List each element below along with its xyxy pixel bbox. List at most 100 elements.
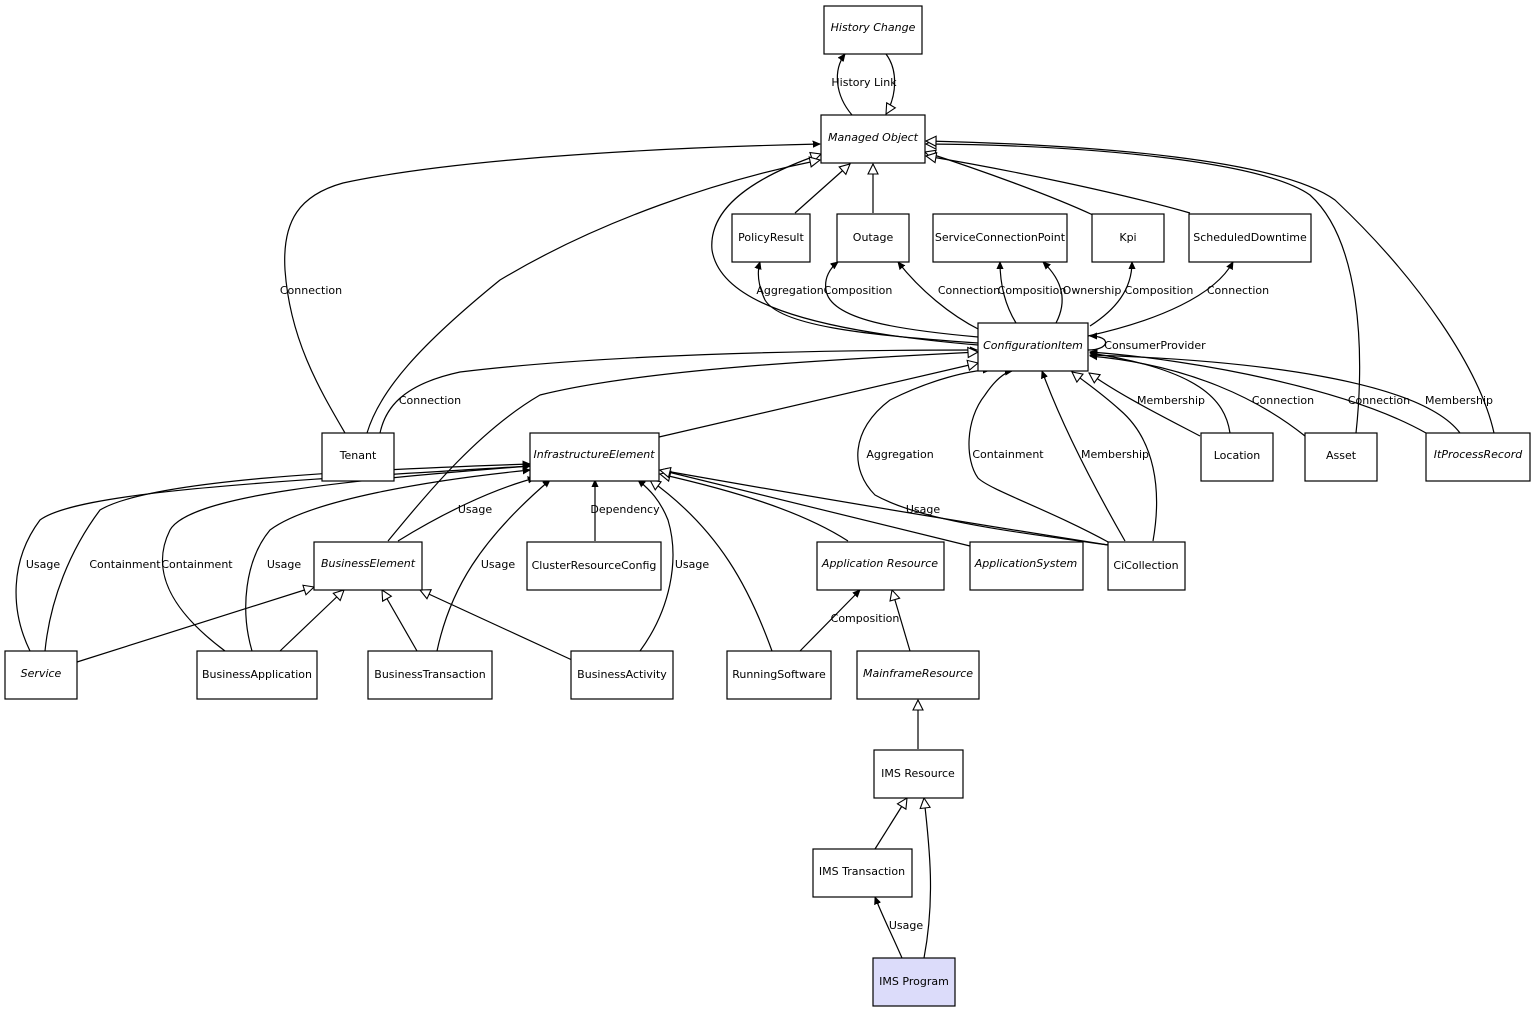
- edge-businesstransaction-be-inherits: [382, 590, 418, 652]
- node-label: Outage: [853, 231, 894, 244]
- edge-businessactivity-be-inherits: [420, 590, 573, 661]
- edge-applicationresource-ie-inherits: [660, 474, 849, 542]
- node-label: RunningSoftware: [732, 668, 826, 681]
- edge-history-link: [836, 54, 853, 116]
- node-label: BusinessApplication: [202, 668, 312, 681]
- node-label: ClusterResourceConfig: [532, 559, 657, 572]
- edge-cicollection-ie-usage: [660, 470, 1109, 546]
- edge-policyresult-inherits: [794, 164, 850, 214]
- edge-infrastructureelement-inherits: [658, 363, 978, 438]
- node-application-resource[interactable]: Application Resource: [816, 541, 945, 591]
- edge-label-itpr-connection: Connection: [1348, 394, 1410, 407]
- edge-imsprogram-imsr-inherits: [924, 798, 932, 959]
- node-label: Managed Object: [828, 131, 919, 144]
- edge-label-scp-ownership: Ownership: [1063, 284, 1122, 297]
- node-label: ApplicationSystem: [974, 557, 1077, 570]
- edge-label-scp-composition: Composition: [998, 284, 1067, 297]
- node-label: Application Resource: [821, 557, 938, 570]
- edge-ci-inherits: [711, 154, 979, 346]
- edge-itprocessrecord-inherits: [926, 141, 1495, 434]
- node-ims-transaction[interactable]: IMS Transaction: [812, 848, 913, 898]
- edge-businesselement-ci-inherits: [387, 352, 978, 542]
- edge-cicollection-membership: [1042, 371, 1126, 542]
- node-ci-collection[interactable]: CiCollection: [1107, 541, 1186, 591]
- edge-itprocessrecord-connection: [1090, 352, 1427, 434]
- node-infrastructure-element[interactable]: InfrastructureElement: [529, 432, 660, 482]
- edge-businesselement-ie-usage: [397, 478, 535, 542]
- node-label: Asset: [1326, 449, 1357, 462]
- edge-label-ims-program-usage: Usage: [889, 919, 924, 932]
- edge-mo-to-history-change-inheritance: [886, 53, 895, 114]
- edge-itprocessrecord-membership: [1090, 355, 1461, 434]
- node-running-software[interactable]: RunningSoftware: [726, 650, 832, 700]
- node-cluster-resource-config[interactable]: ClusterResourceConfig: [526, 541, 662, 591]
- edge-businessactivity-ie-usage: [638, 480, 674, 652]
- node-business-activity[interactable]: BusinessActivity: [570, 650, 674, 700]
- node-label: ItProcessRecord: [1434, 448, 1523, 461]
- node-it-process-record[interactable]: ItProcessRecord: [1425, 432, 1531, 482]
- node-label: IMS Program: [879, 975, 949, 988]
- edge-mainframeresource-ar-inherits: [892, 590, 911, 652]
- node-label: CiCollection: [1113, 559, 1178, 572]
- edge-label-cicol-usage: Usage: [906, 503, 941, 516]
- edge-ci-outage-connection: [898, 262, 981, 331]
- node-service-connection-point[interactable]: ServiceConnectionPoint: [932, 213, 1068, 263]
- edge-runningsoftware-ie-inherits: [650, 480, 773, 652]
- node-scheduled-downtime[interactable]: ScheduledDowntime: [1188, 213, 1312, 263]
- edge-label-be-usage: Usage: [458, 503, 493, 516]
- node-configuration-item[interactable]: ConfigurationItem: [977, 322, 1089, 372]
- edge-label-cluster-dependency: Dependency: [590, 503, 660, 516]
- node-label: Service: [21, 667, 62, 680]
- node-asset[interactable]: Asset: [1304, 432, 1378, 482]
- edge-label-consumer-provider: ConsumerProvider: [1104, 339, 1206, 352]
- node-ims-resource[interactable]: IMS Resource: [873, 749, 964, 799]
- node-business-application[interactable]: BusinessApplication: [196, 650, 318, 700]
- edge-label-outage-connection: Connection: [938, 284, 1000, 297]
- edge-label-rs-composition: Composition: [831, 612, 900, 625]
- edge-imsprogram-imst-usage: [875, 897, 903, 959]
- edge-scheduleddowntime-inherits: [926, 156, 1191, 214]
- edge-label-kpi-composition: Composition: [1125, 284, 1194, 297]
- edge-label-bact-usage: Usage: [675, 558, 710, 571]
- edge-tenant-ci-connection: [379, 350, 977, 434]
- node-kpi[interactable]: Kpi: [1091, 213, 1165, 263]
- node-ims-program[interactable]: IMS Program: [872, 957, 956, 1007]
- node-label: BusinessElement: [321, 557, 416, 570]
- edge-label-cicol-containment: Containment: [972, 448, 1044, 461]
- edge-runningsoftware-ar-composition: [799, 590, 860, 652]
- edge-location-membership: [1090, 353, 1231, 434]
- edge-label-location-membership: Membership: [1137, 394, 1205, 407]
- edge-label-cicol-membership: Membership: [1081, 448, 1149, 461]
- node-outage[interactable]: Outage: [836, 213, 910, 263]
- node-label: MainframeResource: [863, 667, 973, 680]
- node-label: Location: [1214, 449, 1261, 462]
- edge-location-inherits: [1089, 373, 1201, 437]
- node-tenant[interactable]: Tenant: [321, 432, 395, 482]
- node-history-change[interactable]: History Change: [823, 5, 923, 55]
- edge-cicollection-aggregation: [857, 370, 1109, 546]
- edge-tenant-inherits: [366, 160, 820, 434]
- node-policy-result[interactable]: PolicyResult: [731, 213, 811, 263]
- edge-businesstransaction-ie-usage: [436, 480, 550, 652]
- edge-label-tenant-mo-connection: Connection: [280, 284, 342, 297]
- node-application-system[interactable]: ApplicationSystem: [969, 541, 1084, 591]
- edge-cicollection-containment: [968, 371, 1111, 544]
- edge-ci-outage-composition: [825, 262, 979, 338]
- node-label: IMS Resource: [881, 767, 955, 780]
- node-mainframe-resource[interactable]: MainframeResource: [856, 650, 980, 700]
- node-business-element[interactable]: BusinessElement: [313, 541, 423, 591]
- node-business-transaction[interactable]: BusinessTransaction: [367, 650, 493, 700]
- edge-ci-kpi-composition: [1089, 262, 1132, 327]
- node-location[interactable]: Location: [1200, 432, 1274, 482]
- edge-ci-sd-connection: [1087, 262, 1234, 337]
- edge-tenant-mo-connection: [284, 144, 820, 434]
- edge-businessapplication-be-inherits: [279, 590, 344, 652]
- edge-applicationsystem-ie-inherits: [660, 470, 971, 547]
- node-service[interactable]: Service: [4, 650, 78, 700]
- edge-label-itpr-membership: Membership: [1425, 394, 1493, 407]
- edge-label-history-link: History Link: [831, 76, 897, 89]
- node-managed-object[interactable]: Managed Object: [820, 114, 926, 164]
- edge-label-service-containment: Containment: [89, 558, 161, 571]
- edge-label-ba-containment: Containment: [161, 558, 233, 571]
